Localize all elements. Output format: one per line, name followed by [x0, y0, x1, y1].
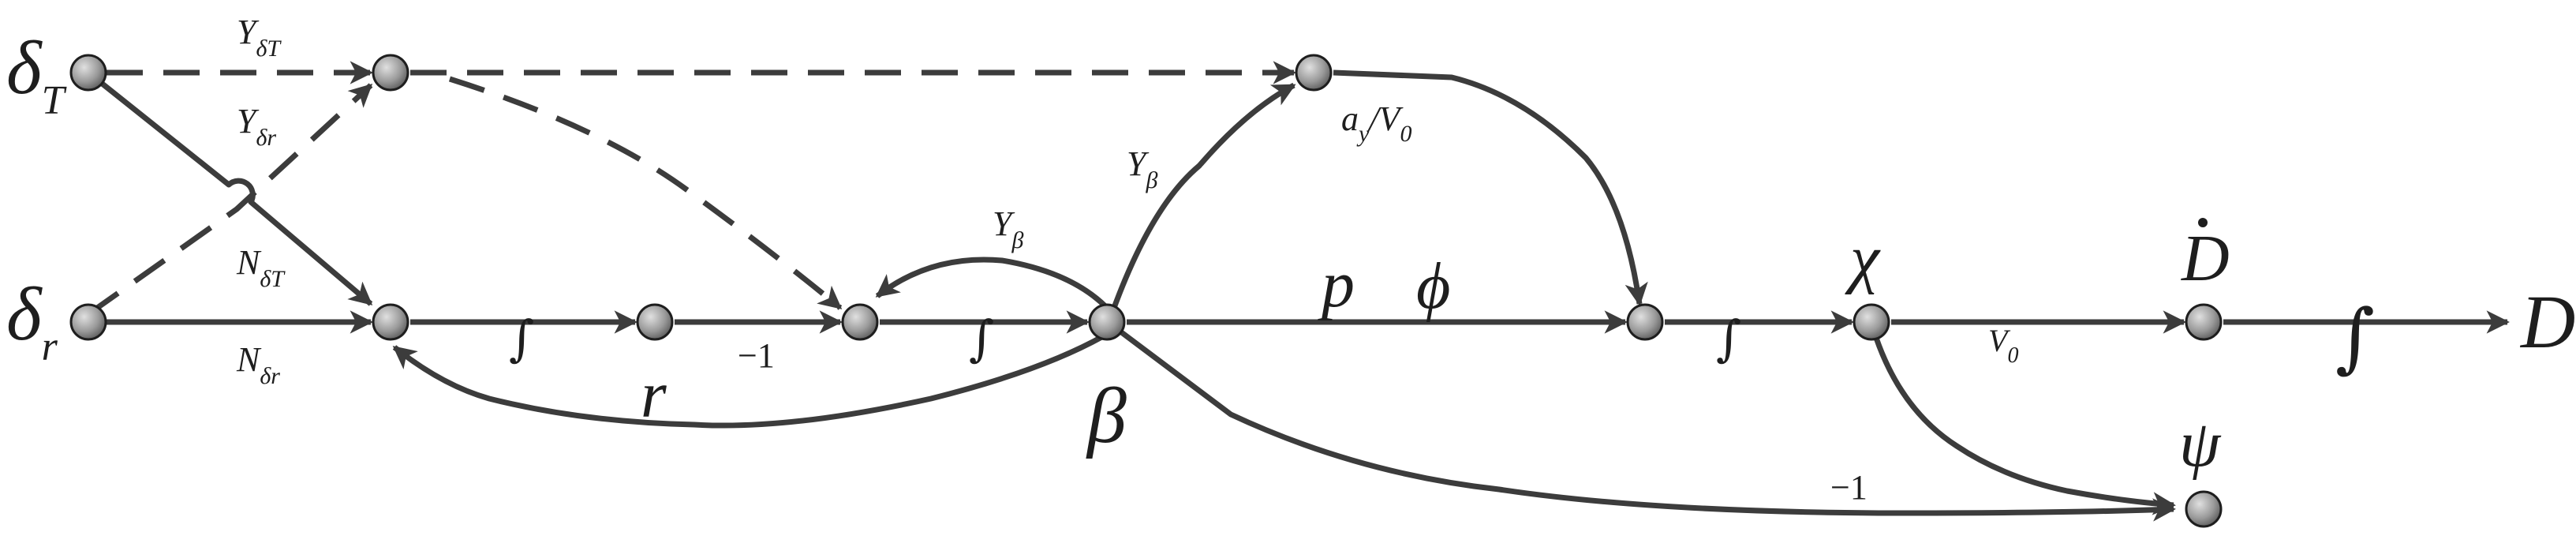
- gain-integral-2: ∫: [969, 309, 994, 367]
- edge-beta-to-sum2-feedback: [875, 257, 1111, 312]
- gain-V0: V0: [1988, 323, 2018, 368]
- gain-integral-4: ∫: [2335, 293, 2375, 381]
- node-beta[interactable]: [1088, 303, 1126, 341]
- edges: [86, 61, 2510, 522]
- edge-beta-to-sum1-feedback: [392, 332, 1106, 429]
- label-phi: ϕ: [1416, 249, 1450, 323]
- edge-beta-to-psi: [1118, 329, 2176, 522]
- gain-N-deltar: Nδr: [236, 340, 280, 389]
- gain-Y-beta-feedback: Yβ: [993, 204, 1023, 253]
- edge-deltaR-to-n1: [86, 83, 373, 317]
- gain-Y-beta-up: Yβ: [1127, 144, 1157, 193]
- ddot-dot-icon: [2198, 218, 2208, 227]
- node-r[interactable]: [636, 303, 674, 341]
- edge-chi-to-psi: [1873, 336, 2176, 515]
- gain-labels: YδT Yδr NδT Nδr ∫ −1 ∫ Yβ Yβ ay/V0 p ϕ ∫…: [236, 13, 2375, 507]
- gain-integral-1: ∫: [509, 309, 534, 367]
- nodes: [69, 54, 2223, 528]
- node-sum2[interactable]: [841, 303, 879, 341]
- label-beta: β: [1086, 372, 1127, 459]
- label-chi: χ: [1845, 222, 1881, 295]
- gain-minus-one-r: −1: [738, 336, 775, 375]
- gain-Y-deltar: Yδr: [237, 102, 276, 151]
- label-r: r: [641, 358, 667, 432]
- gain-N-deltaT: NδT: [236, 243, 286, 292]
- label-delta-T: δT: [6, 25, 67, 123]
- gain-ay-over-V0: ay/V0: [1341, 99, 1411, 147]
- node-labels: δT δr r β χ D ψ D: [6, 25, 2575, 481]
- node-chi[interactable]: [1853, 303, 1890, 341]
- gain-minus-one-psi: −1: [1830, 468, 1868, 507]
- node-delta-T[interactable]: [69, 54, 107, 92]
- label-delta-r: δr: [6, 272, 58, 369]
- gain-Y-deltaT: YδT: [237, 13, 282, 62]
- edge-deltaT-to-sum1: [86, 70, 373, 306]
- node-ddot[interactable]: [2185, 303, 2223, 341]
- label-p: p: [1318, 248, 1355, 321]
- node-sum1[interactable]: [372, 303, 409, 341]
- gain-integral-3: ∫: [1716, 309, 1741, 367]
- node-sum4[interactable]: [1626, 303, 1664, 341]
- node-y-junction[interactable]: [372, 54, 409, 92]
- edge-n1-to-sum2: [448, 76, 843, 310]
- edge-beta-to-n3: [1111, 82, 1296, 309]
- label-D-output: D: [2519, 279, 2575, 364]
- node-delta-r[interactable]: [69, 303, 107, 341]
- label-psi: ψ: [2179, 407, 2222, 481]
- node-psi[interactable]: [2185, 490, 2223, 528]
- node-ay-junction[interactable]: [1295, 54, 1333, 92]
- label-ddot: D: [2181, 222, 2230, 295]
- edge-n3-to-sum4: [1333, 69, 1648, 306]
